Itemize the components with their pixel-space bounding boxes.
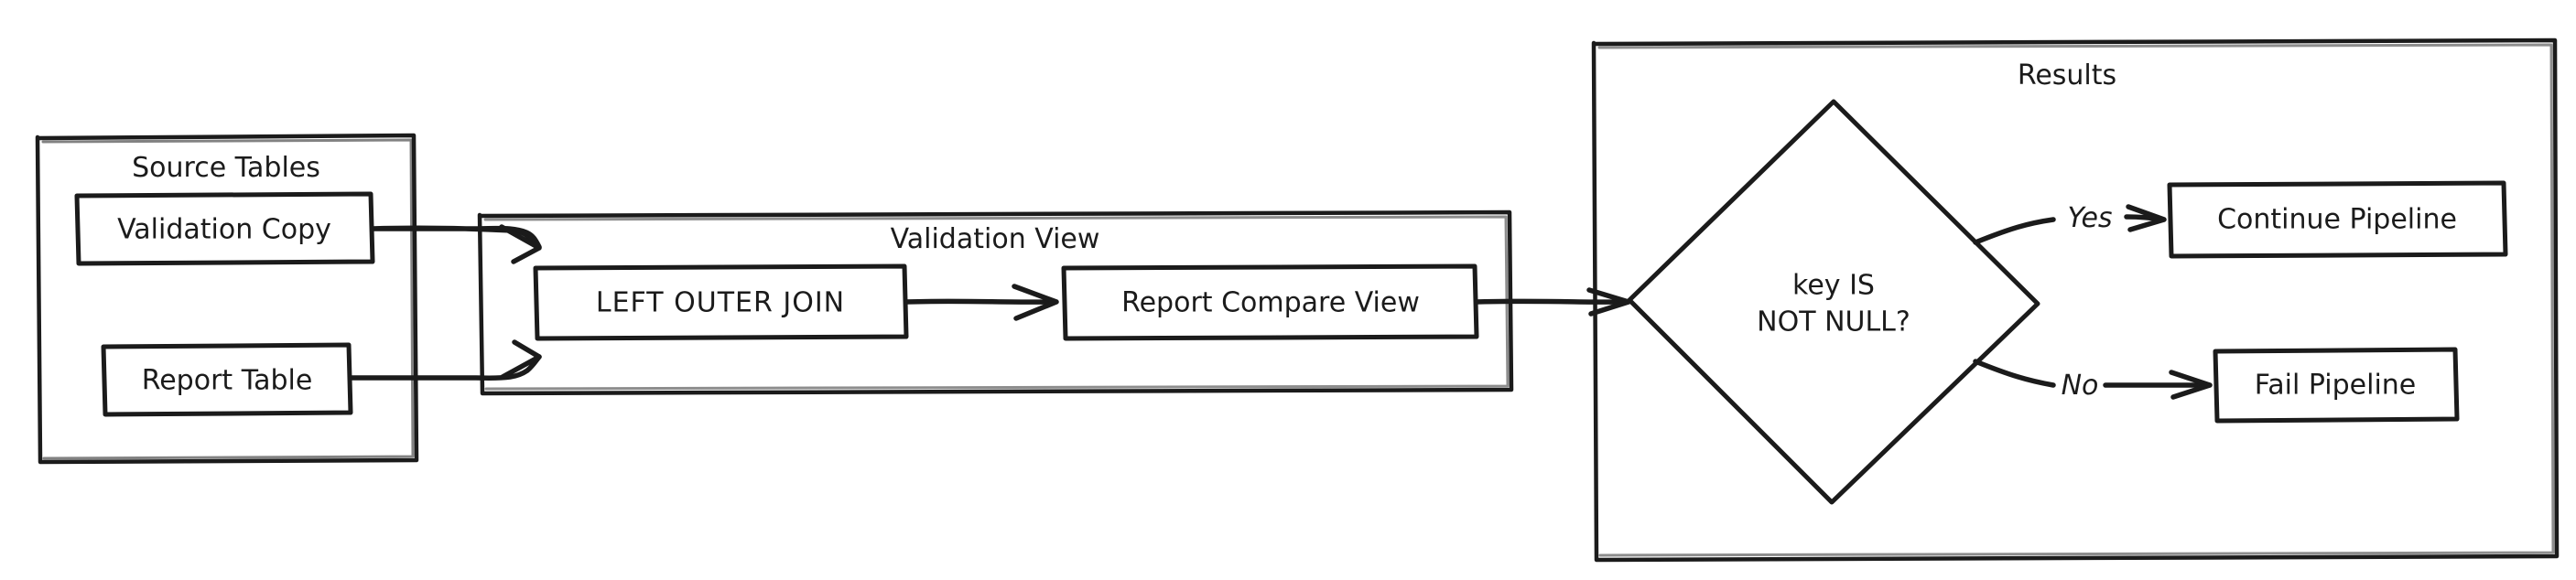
edge-label-yes: Yes [2067,202,2112,234]
container-source-tables: Source Tables [35,133,419,465]
key-is-not-null-shape[interactable] [1627,99,2040,505]
results-border [1591,38,2560,563]
edge-compare-view-to-decision [1474,287,1631,317]
report-compare-view-label: Report Compare View [1121,287,1420,319]
node-key-is-not-null[interactable]: key IS NOT NULL? [1627,99,2040,505]
source-tables-label: Source Tables [132,152,320,184]
edge-join-to-compare-view [904,284,1059,321]
node-left-outer-join[interactable]: LEFT OUTER JOIN [533,263,909,341]
results-label: Results [2018,59,2116,91]
report-table-shape[interactable] [101,342,353,417]
arrow-head-1 [499,224,542,264]
source-tables-border-sketch [41,138,415,460]
arrow-head-3 [1012,284,1059,321]
continue-pipeline-label: Continue Pipeline [2217,204,2457,236]
edge-report-table-to-join [348,339,542,381]
validation-view-label: Validation View [891,223,1100,255]
edge-decision-to-continue: Yes [1973,202,2167,245]
edge-path-1b [476,225,542,250]
arrow-head-2 [500,339,542,380]
node-validation-copy[interactable]: Validation Copy [74,191,375,266]
validation-copy-label: Validation Copy [117,214,331,246]
report-table-label: Report Table [142,365,313,397]
report-compare-view-shape[interactable] [1061,263,1479,341]
key-is-not-null-label-line1: key IS [1792,270,1875,302]
edge-path-3 [904,298,1057,305]
edge-label-no: No [2062,370,2099,402]
edge-path-4 [1474,298,1628,305]
edge-path-5 [1973,217,2056,245]
validation-copy-shape[interactable] [74,191,375,266]
arrow-head-5 [2126,204,2167,232]
results-border-sketch [1597,43,2555,557]
continue-pipeline-shape[interactable] [2167,180,2508,259]
container-results: Results [1591,38,2560,563]
key-is-not-null-label-line2: NOT NULL? [1757,306,1910,338]
arrow-head-4 [1586,287,1631,317]
fail-pipeline-shape[interactable] [2213,347,2460,424]
edge-decision-to-fail: No [1973,359,2213,402]
node-report-table[interactable]: Report Table [101,342,353,417]
validation-view-border [477,209,1514,396]
left-outer-join-shape[interactable] [533,263,909,341]
edge-validation-copy-to-join [370,224,542,264]
fail-pipeline-label: Fail Pipeline [2255,370,2417,402]
node-fail-pipeline[interactable]: Fail Pipeline [2213,347,2460,424]
node-continue-pipeline[interactable]: Continue Pipeline [2167,180,2508,259]
left-outer-join-label: LEFT OUTER JOIN [596,287,845,319]
arrow-head-6 [2169,370,2213,400]
source-tables-border [35,133,419,465]
edge-path-6 [1973,359,2056,388]
node-report-compare-view[interactable]: Report Compare View [1061,263,1479,341]
